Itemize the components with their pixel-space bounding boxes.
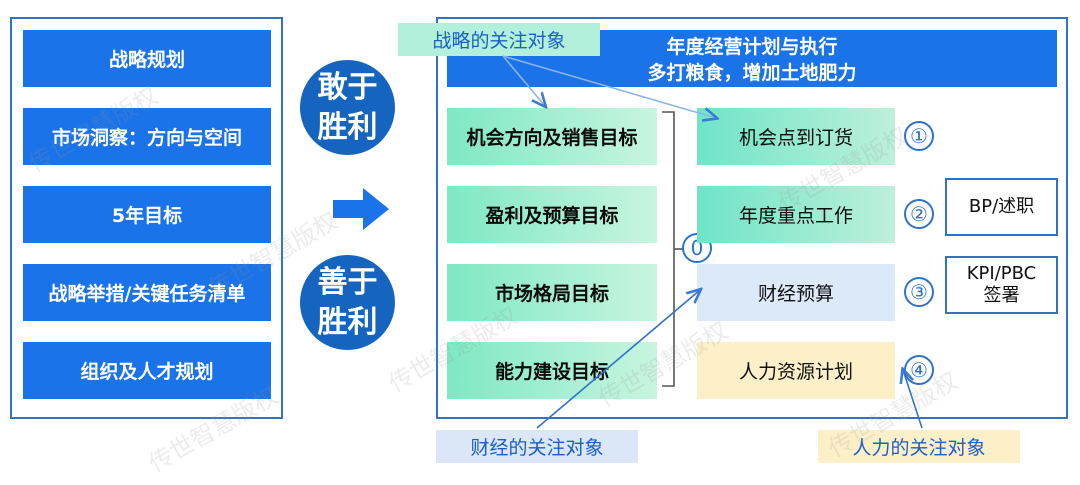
target-market: 市场格局目标	[447, 264, 657, 321]
action-hr-plan: 人力资源计划	[697, 342, 895, 399]
strategy-pointer-to-action	[502, 55, 716, 118]
side-box-kpi-line1: KPI/PBC	[966, 263, 1037, 284]
left-item-5year-goal: 5年目标	[23, 186, 271, 243]
right-panel	[436, 17, 1068, 419]
number-badge-2: ②	[904, 199, 934, 229]
circle-dare-to-win: 敢于 胜利	[300, 60, 395, 155]
side-box-kpi: KPI/PBC 签署	[945, 256, 1058, 314]
side-box-bp-text: BP/述职	[968, 196, 1035, 217]
finance-pointer	[536, 290, 700, 429]
target-capability: 能力建设目标	[447, 342, 657, 399]
number-badge-1: ①	[904, 121, 934, 151]
strategy-pointer-to-target	[502, 55, 545, 106]
hr-focus-label: 人力的关注对象	[818, 430, 1020, 463]
circle-good-at-winning: 善于 胜利	[300, 255, 395, 350]
right-arrow-icon	[333, 188, 389, 230]
action-opportunity-to-order: 机会点到订货	[697, 108, 895, 165]
finance-focus-label: 财经的关注对象	[436, 430, 638, 463]
left-item-market-insight: 市场洞察：方向与空间	[23, 108, 271, 165]
number-badge-3: ③	[904, 277, 934, 307]
target-profit-budget: 盈利及预算目标	[447, 186, 657, 243]
left-panel	[10, 17, 283, 419]
circle-dare-line2: 胜利	[317, 109, 378, 145]
side-box-kpi-line2: 签署	[983, 285, 1020, 306]
header-line2: 多打粮食，增加土地肥力	[647, 62, 857, 84]
header-line1: 年度经营计划与执行	[666, 36, 838, 58]
left-item-org-talent: 组织及人才规划	[23, 342, 271, 399]
circle-dare-line1: 敢于	[317, 69, 378, 105]
strategy-focus-label: 战略的关注对象	[398, 23, 600, 56]
target-sales: 机会方向及销售目标	[447, 108, 657, 165]
action-financial-budget: 财经预算	[697, 264, 895, 321]
action-annual-key-work: 年度重点工作	[697, 186, 895, 243]
circle-good-line2: 胜利	[317, 304, 378, 340]
circle-good-line1: 善于	[317, 264, 378, 300]
hr-pointer	[903, 370, 923, 429]
left-item-strategy-planning: 战略规划	[23, 30, 271, 87]
left-item-key-tasks: 战略举措/关键任务清单	[23, 264, 271, 321]
side-box-bp: BP/述职	[945, 178, 1058, 236]
